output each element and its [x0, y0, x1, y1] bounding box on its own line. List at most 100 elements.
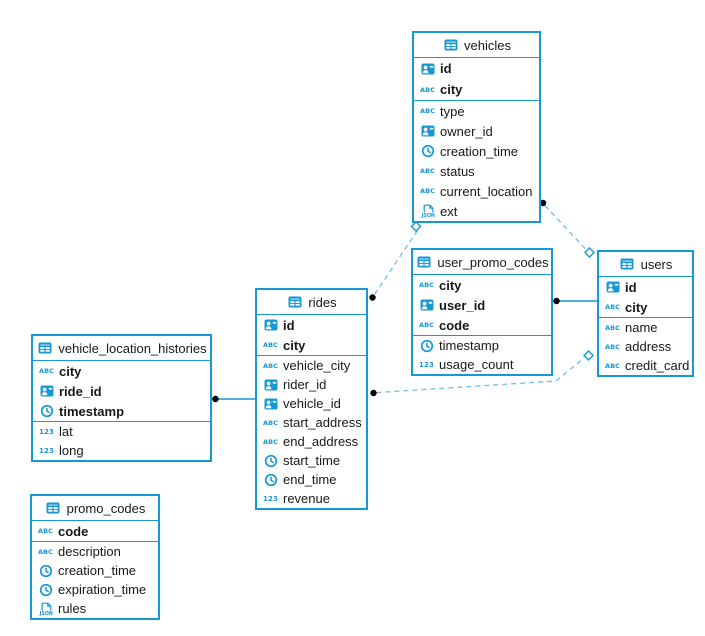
table-header[interactable]: vehicle_location_histories [33, 336, 210, 361]
field-row[interactable]: ABC end_address [257, 432, 366, 451]
table-header[interactable]: promo_codes [32, 496, 158, 521]
table-icon [415, 256, 432, 268]
field-row[interactable]: creation_time [32, 561, 158, 580]
text-abc-icon: ABC [419, 85, 436, 94]
field-name: code [58, 523, 89, 539]
relation-upc-users-dot [553, 297, 560, 305]
field-name: status [440, 163, 475, 179]
field-name: usage_count [439, 357, 514, 372]
table-icon [36, 342, 53, 354]
field-row[interactable]: vehicle_id [257, 394, 366, 413]
text-abc-icon: ABC [262, 437, 279, 446]
table-title: rides [308, 294, 337, 310]
field-row[interactable]: creation_time [414, 141, 539, 161]
table-header[interactable]: user_promo_codes [413, 250, 551, 275]
table-header[interactable]: vehicles [414, 33, 539, 58]
time-icon [262, 473, 279, 487]
field-name: revenue [283, 491, 330, 506]
table-title: vehicle_location_histories [58, 340, 207, 356]
json-icon [37, 602, 54, 616]
id-badge-icon [419, 125, 436, 137]
field-name: name [625, 320, 658, 335]
relation-rides-vehicles-dot [369, 294, 376, 301]
table-header[interactable]: users [599, 252, 692, 277]
field-row[interactable]: end_time [257, 470, 366, 489]
number-123-icon: 123 [39, 446, 54, 455]
field-row[interactable]: id [414, 58, 539, 79]
field-name: long [59, 443, 84, 458]
field-row[interactable]: rules [32, 599, 158, 618]
field-row[interactable]: expiration_time [32, 580, 158, 599]
relation-vehicles-users-line[interactable] [544, 205, 586, 250]
field-row[interactable]: ABC start_address [257, 413, 366, 432]
field-row[interactable]: user_id [413, 295, 551, 315]
fields-section: ABC vehicle_city rider_id vehicle_id ABC s… [257, 356, 366, 508]
table-header[interactable]: rides [257, 290, 366, 315]
field-name: end_address [283, 434, 359, 449]
field-name: vehicle_city [283, 358, 351, 373]
time-icon [37, 564, 54, 578]
number-123-icon: 123 [39, 427, 54, 436]
field-name: start_address [283, 415, 362, 430]
text-abc-icon: ABC [604, 361, 621, 370]
field-row[interactable]: ext [414, 201, 539, 221]
id-badge-icon [262, 379, 279, 391]
field-row[interactable]: 123 long [33, 441, 210, 460]
field-row[interactable]: rider_id [257, 375, 366, 394]
field-row[interactable]: id [257, 315, 366, 335]
table-title: vehicles [464, 37, 511, 53]
text-abc-icon: ABC [262, 418, 279, 427]
field-row[interactable]: start_time [257, 451, 366, 470]
field-row[interactable]: timestamp [413, 336, 551, 355]
relation-rides-users-dot [370, 389, 377, 397]
relation-vehicles-users-diamond [584, 247, 595, 258]
field-name: rules [58, 601, 87, 616]
table-title: user_promo_codes [437, 254, 549, 270]
time-icon [38, 404, 55, 418]
text-abc-icon: ABC [418, 321, 435, 329]
field-row[interactable]: timestamp [33, 401, 210, 421]
text-abc-icon: ABC [262, 361, 279, 370]
relation-rides-vehicles-diamond [410, 221, 422, 232]
id-badge-icon [418, 299, 435, 311]
field-name: end_time [283, 472, 337, 487]
table-title: promo_codes [66, 500, 146, 516]
id-badge-icon [419, 63, 436, 75]
table-icon [442, 39, 459, 51]
field-row[interactable]: owner_id [414, 121, 539, 141]
field-row[interactable]: id [599, 277, 692, 297]
field-name: description [58, 544, 121, 559]
field-row[interactable]: ride_id [33, 381, 210, 401]
relation-rides-vehicles-line[interactable] [373, 230, 419, 295]
field-name: expiration_time [58, 582, 147, 597]
text-abc-icon: ABC [419, 107, 436, 115]
field-row[interactable]: ABC vehicle_city [257, 356, 366, 375]
field-name: timestamp [439, 338, 499, 353]
